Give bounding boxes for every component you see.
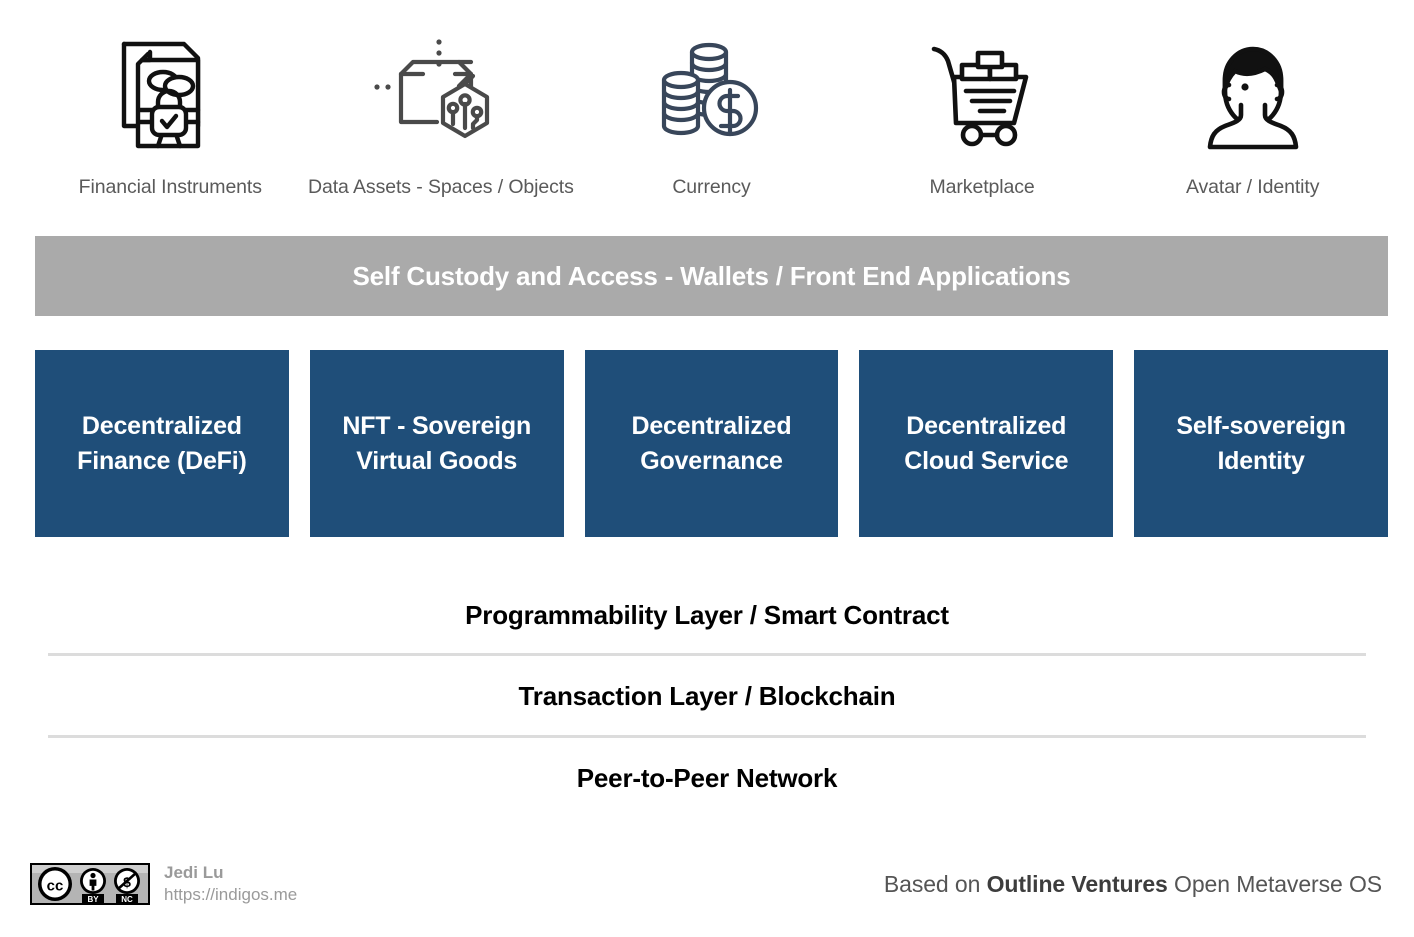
attribution-prefix: Based on xyxy=(883,871,987,897)
svg-text:BY: BY xyxy=(87,895,99,904)
category-financial-instruments: Financial Instruments xyxy=(35,30,306,199)
layer-transaction: Transaction Layer / Blockchain xyxy=(518,681,896,711)
layer-programmability: Programmability Layer / Smart Contract xyxy=(465,600,949,630)
pillar-decentralized-cloud-service[interactable]: Decentralized Cloud Service xyxy=(859,350,1114,537)
pillar-self-sovereign-identity[interactable]: Self-sovereign Identity xyxy=(1134,350,1388,537)
category-label: Financial Instruments xyxy=(78,176,262,198)
category-avatar-identity: Avatar / Identity xyxy=(1117,30,1388,199)
pillar-label: Decentralized Cloud Service xyxy=(904,412,1069,475)
pillar-label: Decentralized Finance (DeFi) xyxy=(77,412,247,475)
person-avatar-icon xyxy=(1201,30,1305,160)
author-name: Jedi Lu xyxy=(164,863,224,882)
layer-divider-1 xyxy=(48,653,1366,656)
footer-attribution-left: cc BY $ NC Jedi Lu https://indigos.me xyxy=(30,862,297,906)
pillar-nft-sovereign-virtual-goods[interactable]: NFT - Sovereign Virtual Goods xyxy=(309,350,564,537)
pillar-label: NFT - Sovereign Virtual Goods xyxy=(342,412,532,475)
access-band-label: Self Custody and Access - Wallets / Fron… xyxy=(352,260,1071,291)
svg-text:NC: NC xyxy=(121,895,133,904)
source-attribution: Based on Outline Ventures Open Metaverse… xyxy=(884,871,1382,898)
author-url[interactable]: https://indigos.me xyxy=(164,884,298,904)
category-marketplace: Marketplace xyxy=(847,30,1118,199)
attribution-source-name: Outline Ventures xyxy=(986,871,1168,897)
category-data-assets: Data Assets - Spaces / Objects xyxy=(306,30,577,199)
asset-category-row: Financial Instruments xyxy=(35,30,1388,215)
author-block: Jedi Lu https://indigos.me xyxy=(164,862,297,906)
self-custody-access-band: Self Custody and Access - Wallets / Fron… xyxy=(35,236,1388,316)
pillar-decentralized-finance[interactable]: Decentralized Finance (DeFi) xyxy=(35,350,289,537)
category-label: Avatar / Identity xyxy=(1185,176,1320,198)
attribution-suffix: Open Metaverse OS xyxy=(1167,871,1382,897)
category-label: Data Assets - Spaces / Objects xyxy=(307,176,574,198)
layer-divider-2 xyxy=(48,735,1366,738)
pillar-label: Self-sovereign Identity xyxy=(1176,412,1346,475)
layer-peer-to-peer: Peer-to-Peer Network xyxy=(576,763,838,793)
pillar-decentralized-governance[interactable]: Decentralized Governance xyxy=(584,350,839,537)
category-currency: Currency xyxy=(576,30,847,199)
pillar-row: Decentralized Finance (DeFi) NFT - Sover… xyxy=(35,350,1388,537)
category-label: Marketplace xyxy=(929,176,1035,198)
cube-hexagon-data-icon xyxy=(371,30,511,160)
svg-text:cc: cc xyxy=(47,877,64,894)
cc-by-nc-badge-icon[interactable]: cc BY $ NC xyxy=(30,862,150,905)
shopping-cart-icon xyxy=(928,30,1036,160)
pillar-label: Decentralized Governance xyxy=(631,412,792,475)
documents-lock-icon xyxy=(118,30,222,160)
category-label: Currency xyxy=(672,176,751,198)
coins-dollar-icon xyxy=(656,30,766,160)
